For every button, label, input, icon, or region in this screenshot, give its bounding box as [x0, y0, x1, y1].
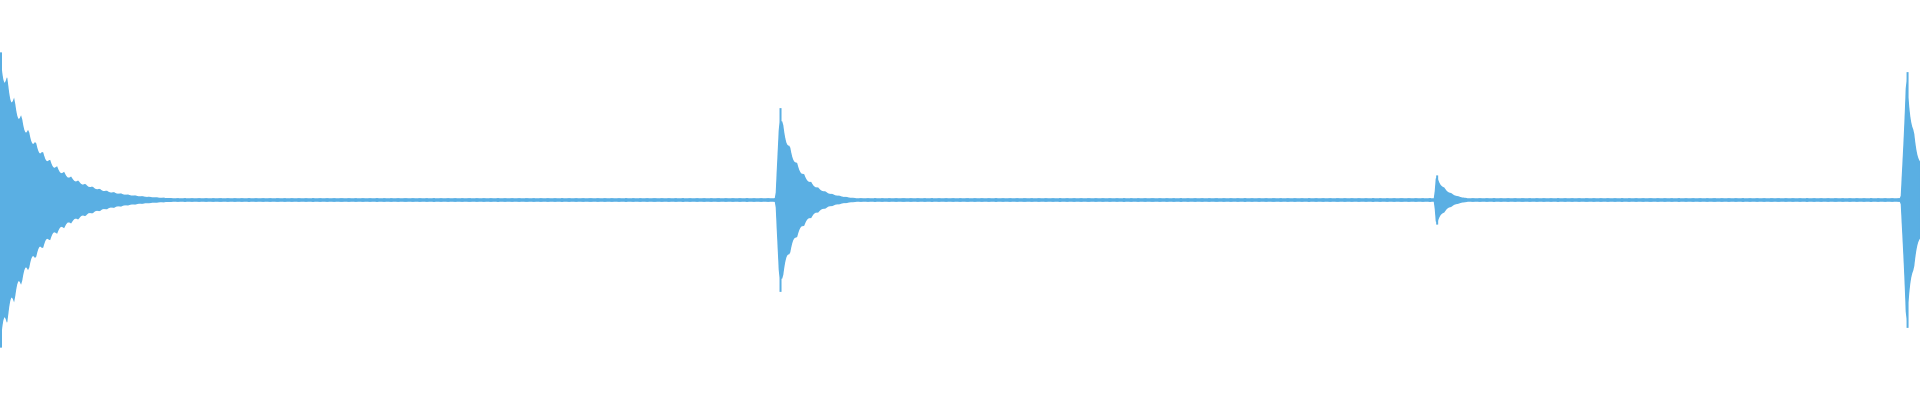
- waveform-envelope: [0, 52, 1920, 348]
- waveform-transients: [0, 52, 1909, 348]
